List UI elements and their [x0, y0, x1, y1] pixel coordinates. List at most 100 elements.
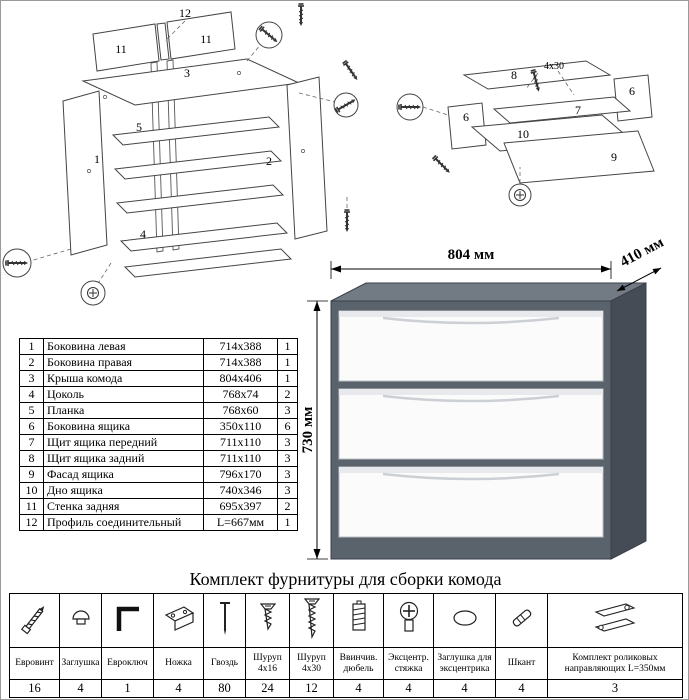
- drawer-slides-icon: [594, 603, 636, 632]
- rail: [111, 116, 281, 146]
- screw-head-icon: [514, 189, 526, 201]
- part-number: 3: [19, 370, 44, 387]
- screw-icon: [297, 3, 305, 27]
- dresser-render: 804 мм 410 мм 730 мм: [301, 239, 667, 560]
- part-name: Щит ящика задний: [43, 450, 204, 467]
- part-qty: 3: [277, 402, 298, 419]
- dowel-screw-icon: [351, 600, 366, 631]
- drawer-front-3: [338, 466, 604, 538]
- part-name: Профиль соединительный: [43, 514, 204, 531]
- hw-icon-cell: [333, 593, 384, 648]
- part-size: 740x346: [203, 482, 278, 499]
- hardware-kit-title: Комплект фурнитуры для сборки комода: [189, 569, 502, 589]
- part-size: 711x110: [203, 434, 278, 451]
- hw-icon-cell: [289, 593, 334, 648]
- hw-qty: 4: [59, 679, 102, 698]
- part-size: 714x388: [203, 338, 278, 355]
- dresser-top: [330, 282, 647, 302]
- part-name: Боковина ящика: [43, 418, 204, 435]
- hw-qty: 4: [433, 679, 496, 698]
- screw-icon: [341, 59, 361, 83]
- part-qty: 1: [277, 370, 298, 387]
- carcass-exploded-diagram: 11 11 12 3 1 2 5 4: [2, 3, 361, 306]
- part-name: Планка: [43, 402, 204, 419]
- rail: [113, 150, 283, 180]
- part-qty: 3: [277, 466, 298, 483]
- part-size: 714x388: [203, 354, 278, 371]
- hw-label: Евроключ: [101, 647, 154, 680]
- back-panel-left: [92, 23, 160, 72]
- hw-icon-cell: [9, 593, 60, 648]
- drawer-side-left: [447, 102, 487, 150]
- hw-qty: 1: [101, 679, 154, 698]
- hw-icon-cell: [101, 593, 154, 648]
- drawer-front-shield: [492, 96, 632, 124]
- part-qty: 3: [277, 434, 298, 451]
- part-qty: 6: [277, 418, 298, 435]
- wood-dowel-icon: [512, 609, 531, 627]
- hw-label: Шкант: [495, 647, 548, 680]
- dimension-width: [330, 261, 612, 279]
- hw-icon-cell: [203, 593, 246, 648]
- drawer-facade: [503, 130, 655, 184]
- screw-icon: [343, 209, 351, 233]
- side-panel-left: [62, 90, 108, 256]
- part-size: 711x110: [203, 450, 278, 467]
- hw-qty: 4: [333, 679, 384, 698]
- part-size: 768x60: [203, 402, 278, 419]
- part-number: 2: [19, 354, 44, 371]
- dimension-height: [307, 300, 328, 560]
- hw-label: Ввинчив. дюбель: [333, 647, 384, 680]
- part-label-8: 8: [511, 68, 517, 82]
- drawer-front-2: [338, 388, 604, 460]
- plinth-rail: [123, 248, 293, 278]
- dresser-drawers: [338, 310, 604, 538]
- part-label-1: 1: [94, 152, 100, 166]
- part-size: 695x397: [203, 498, 278, 515]
- dimension-height-label: 730 мм: [301, 407, 316, 454]
- rail: [115, 184, 285, 214]
- hw-qty: 16: [9, 679, 60, 698]
- part-size: L=667мм: [203, 514, 278, 531]
- screw-size-note: 4x30: [544, 61, 564, 72]
- hw-icon-cell: [433, 593, 496, 648]
- hw-qty: 80: [203, 679, 246, 698]
- back-panel-right: [166, 11, 236, 60]
- hw-label: Заглушка для эксцентрика: [433, 647, 496, 680]
- hw-qty: 4: [495, 679, 548, 698]
- part-name: Фасад ящика: [43, 466, 204, 483]
- part-number: 9: [19, 466, 44, 483]
- hw-icon-cell: [495, 593, 548, 648]
- part-qty: 2: [277, 498, 298, 515]
- part-name: Стенка задняя: [43, 498, 204, 515]
- part-qty: 2: [277, 386, 298, 403]
- hw-label: Комплект роликовых направляющих L=350мм: [547, 647, 683, 680]
- part-name: Цоколь: [43, 386, 204, 403]
- part-number: 12: [19, 514, 44, 531]
- part-size: 768x74: [203, 386, 278, 403]
- nail-icon: [220, 602, 230, 635]
- part-number: 7: [19, 434, 44, 451]
- part-name: Крыша комода: [43, 370, 204, 387]
- part-size: 796x170: [203, 466, 278, 483]
- part-number: 10: [19, 482, 44, 499]
- side-panel-right: [286, 76, 328, 240]
- part-label-4: 4: [140, 227, 146, 241]
- hw-label: Ножка: [153, 647, 204, 680]
- part-size: 350x110: [203, 418, 278, 435]
- part-name: Дно ящика: [43, 482, 204, 499]
- dresser-side: [610, 282, 647, 560]
- drawer-front-1: [338, 310, 604, 382]
- dimension-depth-label: 410 мм: [618, 239, 667, 270]
- hw-qty: 3: [547, 679, 683, 698]
- part-label-11: 11: [200, 32, 212, 46]
- hw-label: Евровинт: [9, 647, 60, 680]
